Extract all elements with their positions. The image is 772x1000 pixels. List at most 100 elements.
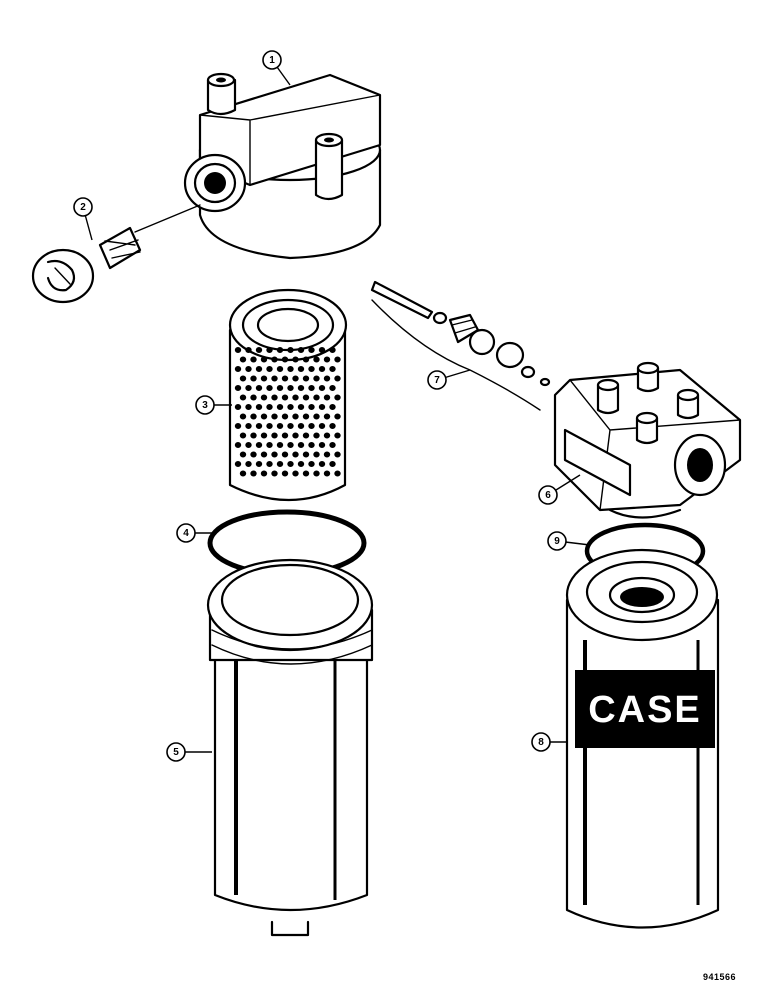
perforation-hole	[250, 413, 257, 420]
perforation-hole	[281, 375, 289, 382]
callout-number: 8	[538, 737, 544, 748]
perforation-hole	[329, 404, 336, 410]
perforation-hole	[239, 413, 247, 420]
perforation-hole	[292, 432, 299, 439]
perforation-hole	[281, 413, 289, 420]
perforation-hole	[234, 385, 242, 391]
perforation-hole	[271, 413, 278, 420]
perforation-hole	[260, 375, 268, 382]
perforation-hole	[276, 366, 284, 372]
perforation-hole	[234, 366, 242, 372]
perforation-hole	[313, 394, 320, 401]
perforation-hole	[308, 442, 315, 448]
perforation-hole	[292, 451, 299, 458]
callout-1: 1	[262, 50, 291, 86]
perforation-hole	[302, 432, 310, 439]
callout-circle	[195, 395, 215, 415]
perforation-hole	[297, 347, 305, 353]
perforation-hole	[260, 451, 268, 458]
perforation-hole	[250, 394, 257, 401]
perforation-hole	[297, 385, 305, 391]
perforation-hole	[239, 432, 247, 439]
callout-5: 5	[166, 742, 212, 762]
perforation-hole	[255, 347, 263, 353]
perforation-hole	[297, 461, 305, 467]
perforation-hole	[260, 470, 268, 477]
perforation-hole	[255, 404, 263, 410]
perforation-hole	[250, 470, 257, 477]
perforation-hole	[271, 451, 278, 458]
callout-3: 3	[195, 395, 232, 415]
perforation-hole	[255, 385, 263, 391]
perforation-hole	[281, 356, 289, 363]
perforation-hole	[287, 461, 294, 467]
perforation-hole	[302, 413, 310, 420]
brand-logo: CASE	[575, 670, 715, 748]
perforation-hole	[281, 432, 289, 439]
perforation-holes	[234, 347, 341, 477]
perforation-hole	[308, 461, 315, 467]
perforation-hole	[334, 432, 341, 439]
perforation-hole	[255, 461, 263, 467]
perforation-hole	[250, 432, 257, 439]
perforation-hole	[323, 394, 331, 401]
callout-circle	[176, 523, 196, 543]
perforation-hole	[292, 356, 299, 363]
perforation-hole	[234, 423, 242, 429]
filter-head-lower	[553, 361, 742, 519]
perforation-hole	[329, 442, 336, 448]
perforation-hole	[245, 423, 252, 429]
perforation-hole	[318, 404, 326, 410]
perforation-hole	[245, 347, 252, 353]
bypass-valve-kit	[370, 280, 551, 411]
perforation-hole	[245, 461, 252, 467]
perforation-hole	[334, 451, 341, 458]
callout-circle	[166, 742, 186, 762]
perforation-hole	[266, 366, 273, 372]
perforation-hole	[302, 470, 310, 477]
perforation-hole	[250, 356, 257, 363]
perforation-hole	[234, 404, 242, 410]
perforation-hole	[287, 404, 294, 410]
callout-number: 4	[183, 528, 189, 539]
drawing-number: 941566	[702, 972, 736, 982]
perforation-hole	[287, 442, 294, 448]
perforation-hole	[271, 356, 278, 363]
callout-circle	[538, 485, 558, 505]
perforation-hole	[302, 451, 310, 458]
perforation-hole	[266, 442, 273, 448]
perforation-hole	[281, 394, 289, 401]
perforation-hole	[245, 366, 252, 372]
brand-logo-text: CASE	[588, 689, 702, 731]
spin-on-filter: CASE	[565, 548, 720, 929]
perforation-hole	[323, 356, 331, 363]
callout-number: 9	[554, 536, 560, 547]
perforation-hole	[276, 423, 284, 429]
perforation-hole	[260, 413, 268, 420]
perforation-hole	[323, 451, 331, 458]
perforation-hole	[239, 451, 247, 458]
perforation-hole	[276, 404, 284, 410]
perforation-hole	[334, 356, 341, 363]
perforation-hole	[266, 385, 273, 391]
perforation-hole	[313, 451, 320, 458]
perforation-hole	[308, 366, 315, 372]
perforation-hole	[276, 442, 284, 448]
perforation-hole	[239, 356, 247, 363]
perforation-hole	[245, 404, 252, 410]
filter-head-upper	[183, 72, 382, 260]
perforation-hole	[308, 385, 315, 391]
perforation-hole	[287, 385, 294, 391]
callout-circle	[262, 50, 282, 70]
perforation-hole	[276, 347, 284, 353]
callout-9: 9	[547, 531, 591, 551]
perforation-hole	[318, 423, 326, 429]
perforation-hole	[318, 366, 326, 372]
perforation-hole	[292, 413, 299, 420]
perforation-hole	[297, 366, 305, 372]
callout-circle	[427, 370, 447, 390]
perforation-hole	[323, 413, 331, 420]
bypass-plug	[31, 204, 201, 304]
perforation-hole	[287, 423, 294, 429]
